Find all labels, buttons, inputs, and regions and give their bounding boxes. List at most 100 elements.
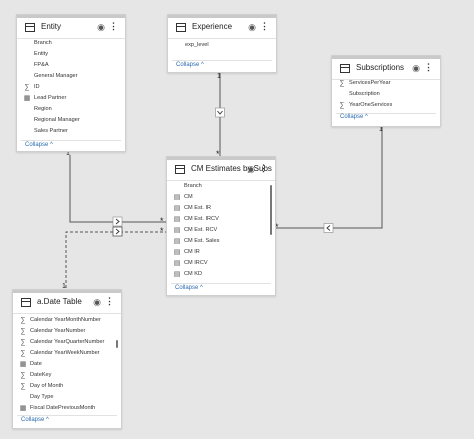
field-row[interactable]: ∑Calendar YearNumber <box>13 326 121 337</box>
sigma-icon: ∑ <box>20 317 26 324</box>
field-row[interactable]: ▤CM IR <box>167 247 275 258</box>
field-list: Branch▤CM▤CM Est. IR▤CM Est. IRCV▤CM Est… <box>167 181 275 280</box>
field-row[interactable]: Day Type <box>13 392 121 403</box>
sigma-icon: ∑ <box>24 84 30 91</box>
card-header[interactable]: a.Date Table ◉ ⋮ <box>13 293 121 314</box>
table-icon <box>340 64 350 73</box>
field-label: CM Est. RCV <box>184 227 218 233</box>
relationship-line-subscriptions-cm[interactable] <box>276 126 383 229</box>
scrollbar[interactable] <box>116 340 118 348</box>
collapse-link[interactable]: Collapse ^ <box>176 62 204 68</box>
card-header[interactable]: CM Estimates by Subs ◉ ⋮ <box>167 160 275 181</box>
more-options-icon[interactable]: ⋮ <box>109 21 118 31</box>
more-options-icon[interactable]: ⋮ <box>105 296 114 306</box>
field-row[interactable]: ∑Day of Month <box>13 381 121 392</box>
more-options-icon[interactable]: ⋮ <box>424 62 433 72</box>
field-row[interactable]: ▦Date <box>13 359 121 370</box>
direction-marker-experience <box>215 107 225 118</box>
field-row[interactable]: Subscription <box>332 89 440 100</box>
field-row[interactable]: ∑DateKey <box>13 370 121 381</box>
table-icon <box>21 298 31 307</box>
field-row[interactable]: ▦Fiscal DatePreviousMonth <box>13 403 121 414</box>
field-label: CM Est. IRCV <box>184 216 219 222</box>
collapse-link[interactable]: Collapse ^ <box>340 114 368 120</box>
table-card-experience[interactable]: Experience ◉ ⋮ exp_level Collapse ^ <box>167 14 277 73</box>
field-list: ∑Calendar YearMonthNumber∑Calendar YearN… <box>13 315 121 414</box>
field-row[interactable]: General Manager <box>17 71 125 82</box>
collapse-link[interactable]: Collapse ^ <box>25 142 53 148</box>
field-row[interactable]: ▤CM Est. RCV <box>167 225 275 236</box>
card-header[interactable]: Experience ◉ ⋮ <box>168 18 276 39</box>
field-label: Calendar YearNumber <box>30 328 86 334</box>
eye-icon[interactable]: ◉ <box>412 63 420 73</box>
measure-icon: ▤ <box>173 194 181 201</box>
collapse-link[interactable]: Collapse ^ <box>21 417 49 423</box>
card-separator <box>336 113 436 114</box>
field-row[interactable]: ▤CM Est. Sales <box>167 236 275 247</box>
field-label: Lead Partner <box>34 95 67 101</box>
card-header[interactable]: Subscriptions ◉ ⋮ <box>332 59 440 80</box>
field-label: CM IR <box>184 249 200 255</box>
field-row[interactable]: ▤CM KD <box>167 269 275 280</box>
sigma-icon: ∑ <box>20 350 26 357</box>
field-row[interactable]: Region <box>17 104 125 115</box>
direction-arrow-date <box>115 228 120 235</box>
field-row[interactable]: ▤CM Est. IR <box>167 203 275 214</box>
field-row[interactable]: ▤CM IRCV <box>167 258 275 269</box>
eye-icon[interactable]: ◉ <box>97 22 105 32</box>
card-accent <box>167 157 275 160</box>
table-card-cm-estimates[interactable]: CM Estimates by Subs ◉ ⋮ Branch▤CM▤CM Es… <box>166 156 276 296</box>
field-label: Sales Partner <box>34 128 68 134</box>
cardinality-many-subscriptions: * <box>275 222 279 232</box>
eye-icon[interactable]: ◉ <box>247 164 255 174</box>
measure-icon: ▤ <box>173 260 181 267</box>
sigma-icon: ∑ <box>339 102 345 109</box>
relationship-line-entity-cm[interactable] <box>69 155 166 223</box>
field-row[interactable]: Regional Manager <box>17 115 125 126</box>
eye-icon[interactable]: ◉ <box>248 22 256 32</box>
field-row[interactable]: ∑ID <box>17 82 125 93</box>
calendar-icon: ▦ <box>19 361 27 368</box>
field-row[interactable]: Branch <box>17 38 125 49</box>
card-accent <box>332 56 440 59</box>
table-title: Entity <box>41 22 62 31</box>
measure-icon: ▤ <box>173 238 181 245</box>
collapse-link[interactable]: Collapse ^ <box>175 285 203 291</box>
measure-icon: ▤ <box>173 216 181 223</box>
more-options-icon[interactable]: ⋮ <box>260 21 269 31</box>
field-label: Branch <box>184 183 202 189</box>
table-card-date[interactable]: a.Date Table ◉ ⋮ ∑Calendar YearMonthNumb… <box>12 289 122 429</box>
scrollbar[interactable] <box>270 185 272 235</box>
field-row[interactable]: ∑Calendar YearQuarterNumber <box>13 337 121 348</box>
measure-icon: ▤ <box>173 227 181 234</box>
cardinality-one-entity: 1 <box>66 150 70 157</box>
eye-icon[interactable]: ◉ <box>93 297 101 307</box>
relationship-line-date-cm[interactable] <box>65 231 166 288</box>
field-row[interactable]: ∑Calendar YearMonthNumber <box>13 315 121 326</box>
field-row[interactable]: FP&A <box>17 60 125 71</box>
field-list: exp_level <box>168 40 276 51</box>
field-label: YearOneServices <box>349 102 393 108</box>
field-row[interactable]: Sales Partner <box>17 126 125 137</box>
field-label: Day Type <box>30 394 54 400</box>
field-label: General Manager <box>34 73 78 79</box>
direction-marker-entity <box>112 216 123 227</box>
field-row[interactable]: ▤CM <box>167 192 275 203</box>
field-row[interactable]: ▤CM Est. IRCV <box>167 214 275 225</box>
field-row[interactable]: Branch <box>167 181 275 192</box>
field-row[interactable]: ∑Calendar YearWeekNumber <box>13 348 121 359</box>
field-row[interactable]: exp_level <box>168 40 276 51</box>
calendar-icon: ▦ <box>23 95 31 102</box>
card-header[interactable]: Entity ◉ ⋮ <box>17 18 125 39</box>
cardinality-many-experience: * <box>216 149 220 159</box>
field-row[interactable]: Entity <box>17 49 125 60</box>
cardinality-many-date: * <box>160 226 164 236</box>
field-row[interactable]: ∑ServicesPerYear <box>332 78 440 89</box>
table-title: CM Estimates by Subs <box>191 164 272 173</box>
field-row[interactable]: ∑ YearOneServices <box>332 100 440 111</box>
field-row[interactable]: ▦Lead Partner <box>17 93 125 104</box>
more-options-icon[interactable]: ⋮ <box>259 163 268 173</box>
